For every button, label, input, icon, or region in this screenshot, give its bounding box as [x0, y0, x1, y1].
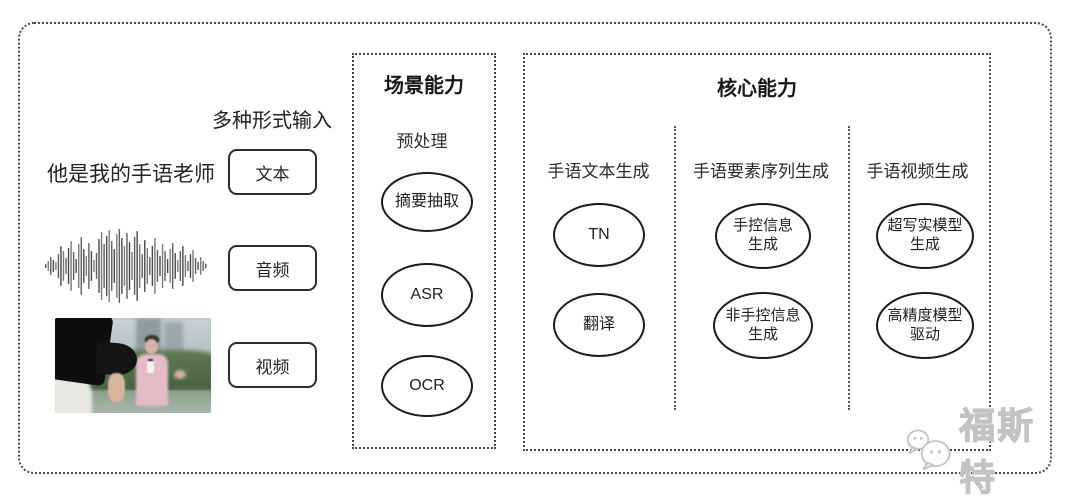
- audio-input-label: 音频: [255, 260, 290, 280]
- column-header-sign-video-generation: 手语视频生成: [866, 162, 969, 181]
- core-panel-title: 核心能力: [717, 78, 797, 100]
- node-summary-extraction: 摘要抽取: [381, 172, 473, 232]
- photo-microphone: [147, 360, 155, 373]
- node-manual-info-generation: 手控信息 生成: [715, 203, 811, 269]
- chat-bubbles-logo-icon: [906, 429, 951, 471]
- input-section-heading: 多种形式输入: [212, 110, 332, 132]
- video-input-box: 视频: [228, 342, 317, 388]
- preprocessing-label: 预处理: [396, 132, 448, 151]
- text-input-label: 文本: [255, 164, 290, 184]
- video-thumbnail-image: [55, 318, 211, 413]
- watermark-text: 福斯特: [959, 405, 1036, 499]
- video-input-label: 视频: [255, 357, 290, 377]
- node-hyperreal-model-generation: 超写实模型 生成: [876, 203, 974, 269]
- node-asr: ASR: [381, 263, 473, 327]
- sample-sentence-text: 他是我的手语老师: [47, 163, 215, 186]
- scene-panel-title: 场景能力: [384, 75, 464, 97]
- audio-waveform-icon: [45, 229, 207, 303]
- photo-ground: [55, 390, 211, 413]
- watermark: 福斯特: [905, 405, 1065, 499]
- column-header-sign-text-generation: 手语文本生成: [547, 162, 650, 181]
- photo-reporter-hand: [173, 370, 186, 380]
- photo-cameraman-hand: [108, 373, 126, 402]
- audio-input-box: 音频: [228, 245, 317, 291]
- node-tn: TN: [553, 203, 645, 267]
- node-ocr: OCR: [381, 355, 473, 417]
- column-divider: [848, 126, 850, 410]
- node-non-manual-info-generation: 非手控信息 生成: [713, 292, 813, 359]
- text-input-box: 文本: [228, 149, 317, 195]
- photo-reporter-head: [145, 338, 159, 354]
- column-header-sign-element-sequence-generation: 手语要素序列生成: [693, 162, 829, 181]
- node-high-precision-model-driving: 高精度模型 驱动: [876, 292, 974, 359]
- node-translation: 翻译: [553, 293, 645, 357]
- column-divider: [674, 126, 676, 410]
